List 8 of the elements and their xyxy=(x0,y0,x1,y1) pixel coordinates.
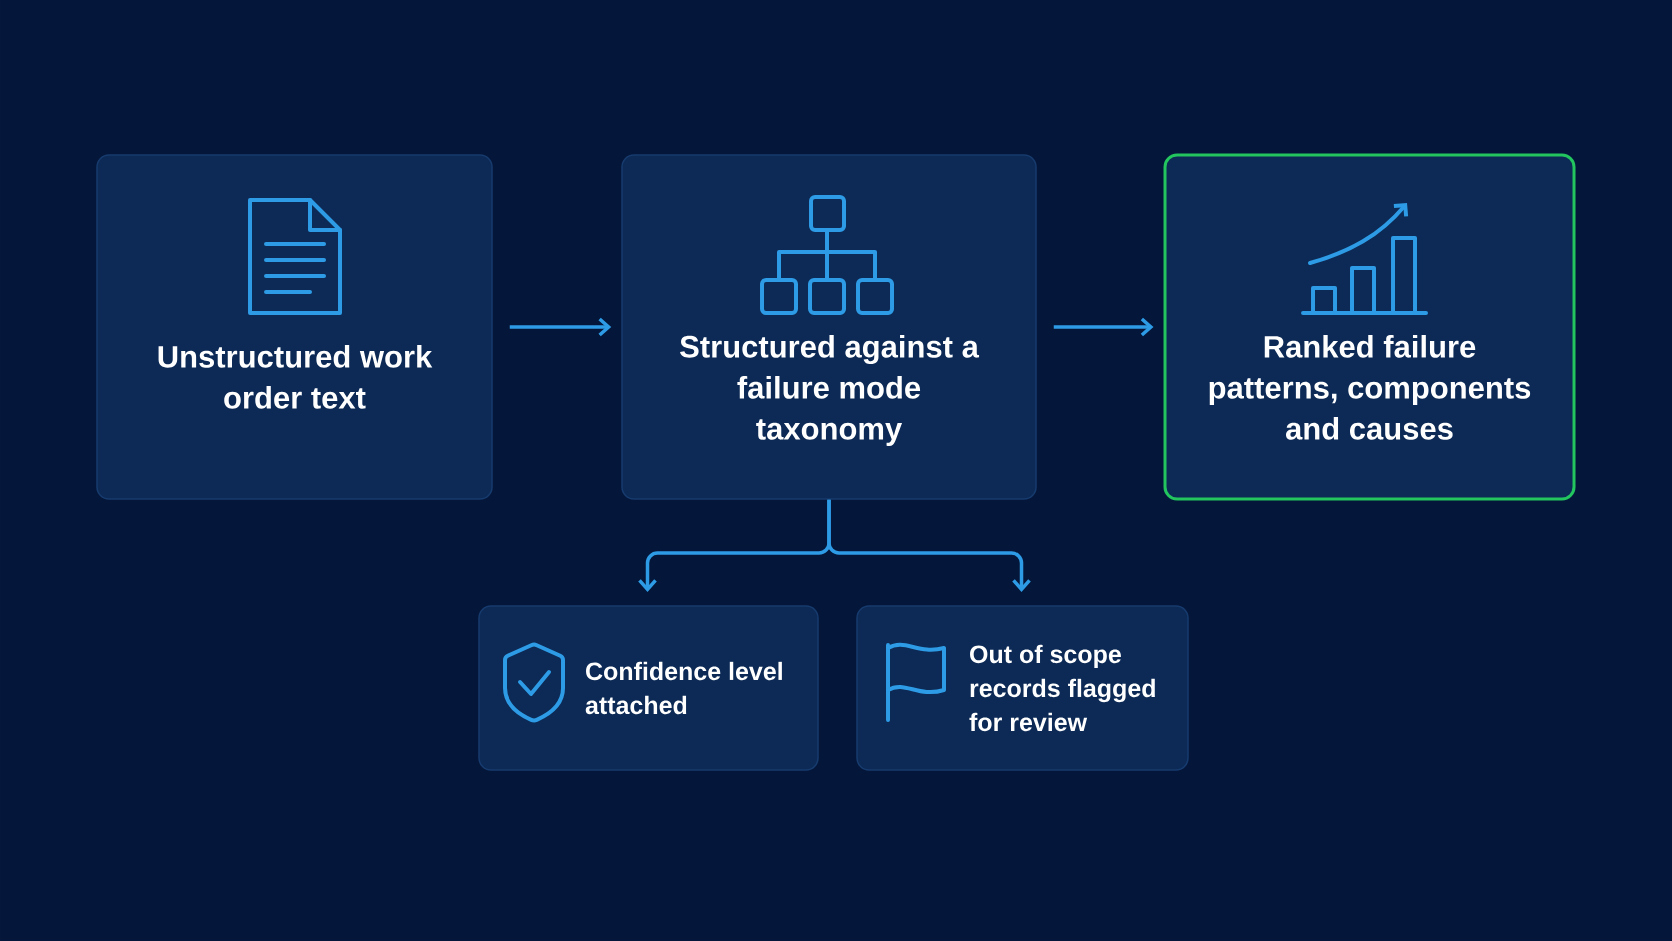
arrow xyxy=(509,317,612,337)
outcome-box: Out of scope records flagged for review xyxy=(856,605,1189,771)
process-box: Unstructured work order text xyxy=(96,154,493,500)
result-box: Ranked failure patterns, components and causes xyxy=(1163,153,1576,501)
outcome-box: Confidence level attached xyxy=(478,605,819,771)
process-box: Structured against a failure mode taxonomy xyxy=(621,154,1037,500)
arrow xyxy=(1053,317,1154,337)
arrow xyxy=(827,499,1031,592)
